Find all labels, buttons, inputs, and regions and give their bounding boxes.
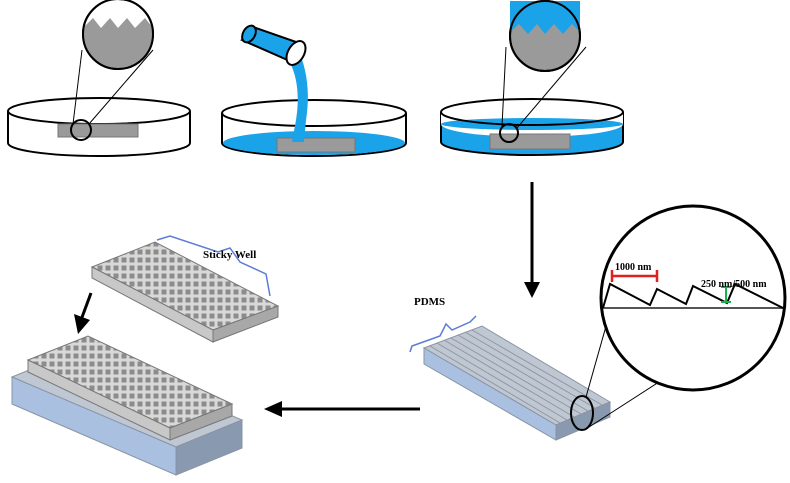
step2-pouring-dish — [221, 24, 407, 157]
step3-dish-filled — [440, 0, 624, 156]
depth-scale-bar — [721, 286, 731, 303]
pouring-cup — [240, 24, 307, 66]
sticky-well-brace — [156, 235, 271, 297]
mold-block — [489, 133, 571, 150]
liquid-stream — [282, 46, 308, 142]
assembled-device — [10, 335, 244, 476]
period-scale-bar — [610, 270, 659, 282]
step1-dish-with-mold — [7, 0, 191, 157]
mold-block — [276, 137, 356, 153]
zoom-circle-filled — [509, 0, 581, 72]
arrow-left-to-assembly — [264, 401, 420, 417]
pdms-label: PDMS — [414, 296, 445, 308]
zoom-circle-grating — [599, 204, 787, 392]
pdms-brace — [409, 315, 477, 353]
depth-label: 250 nm/500 nm — [701, 279, 767, 290]
sticky-well-label: Sticky Well — [203, 249, 256, 261]
period-label: 1000 nm — [615, 262, 652, 273]
pdms-slab — [422, 304, 691, 441]
zoom-circle-mold — [82, 0, 154, 70]
sticky-well — [90, 241, 280, 343]
arrow-sticky-well-down — [74, 292, 93, 334]
arrow-down-to-pdms — [524, 182, 540, 298]
mold-block — [57, 123, 139, 138]
